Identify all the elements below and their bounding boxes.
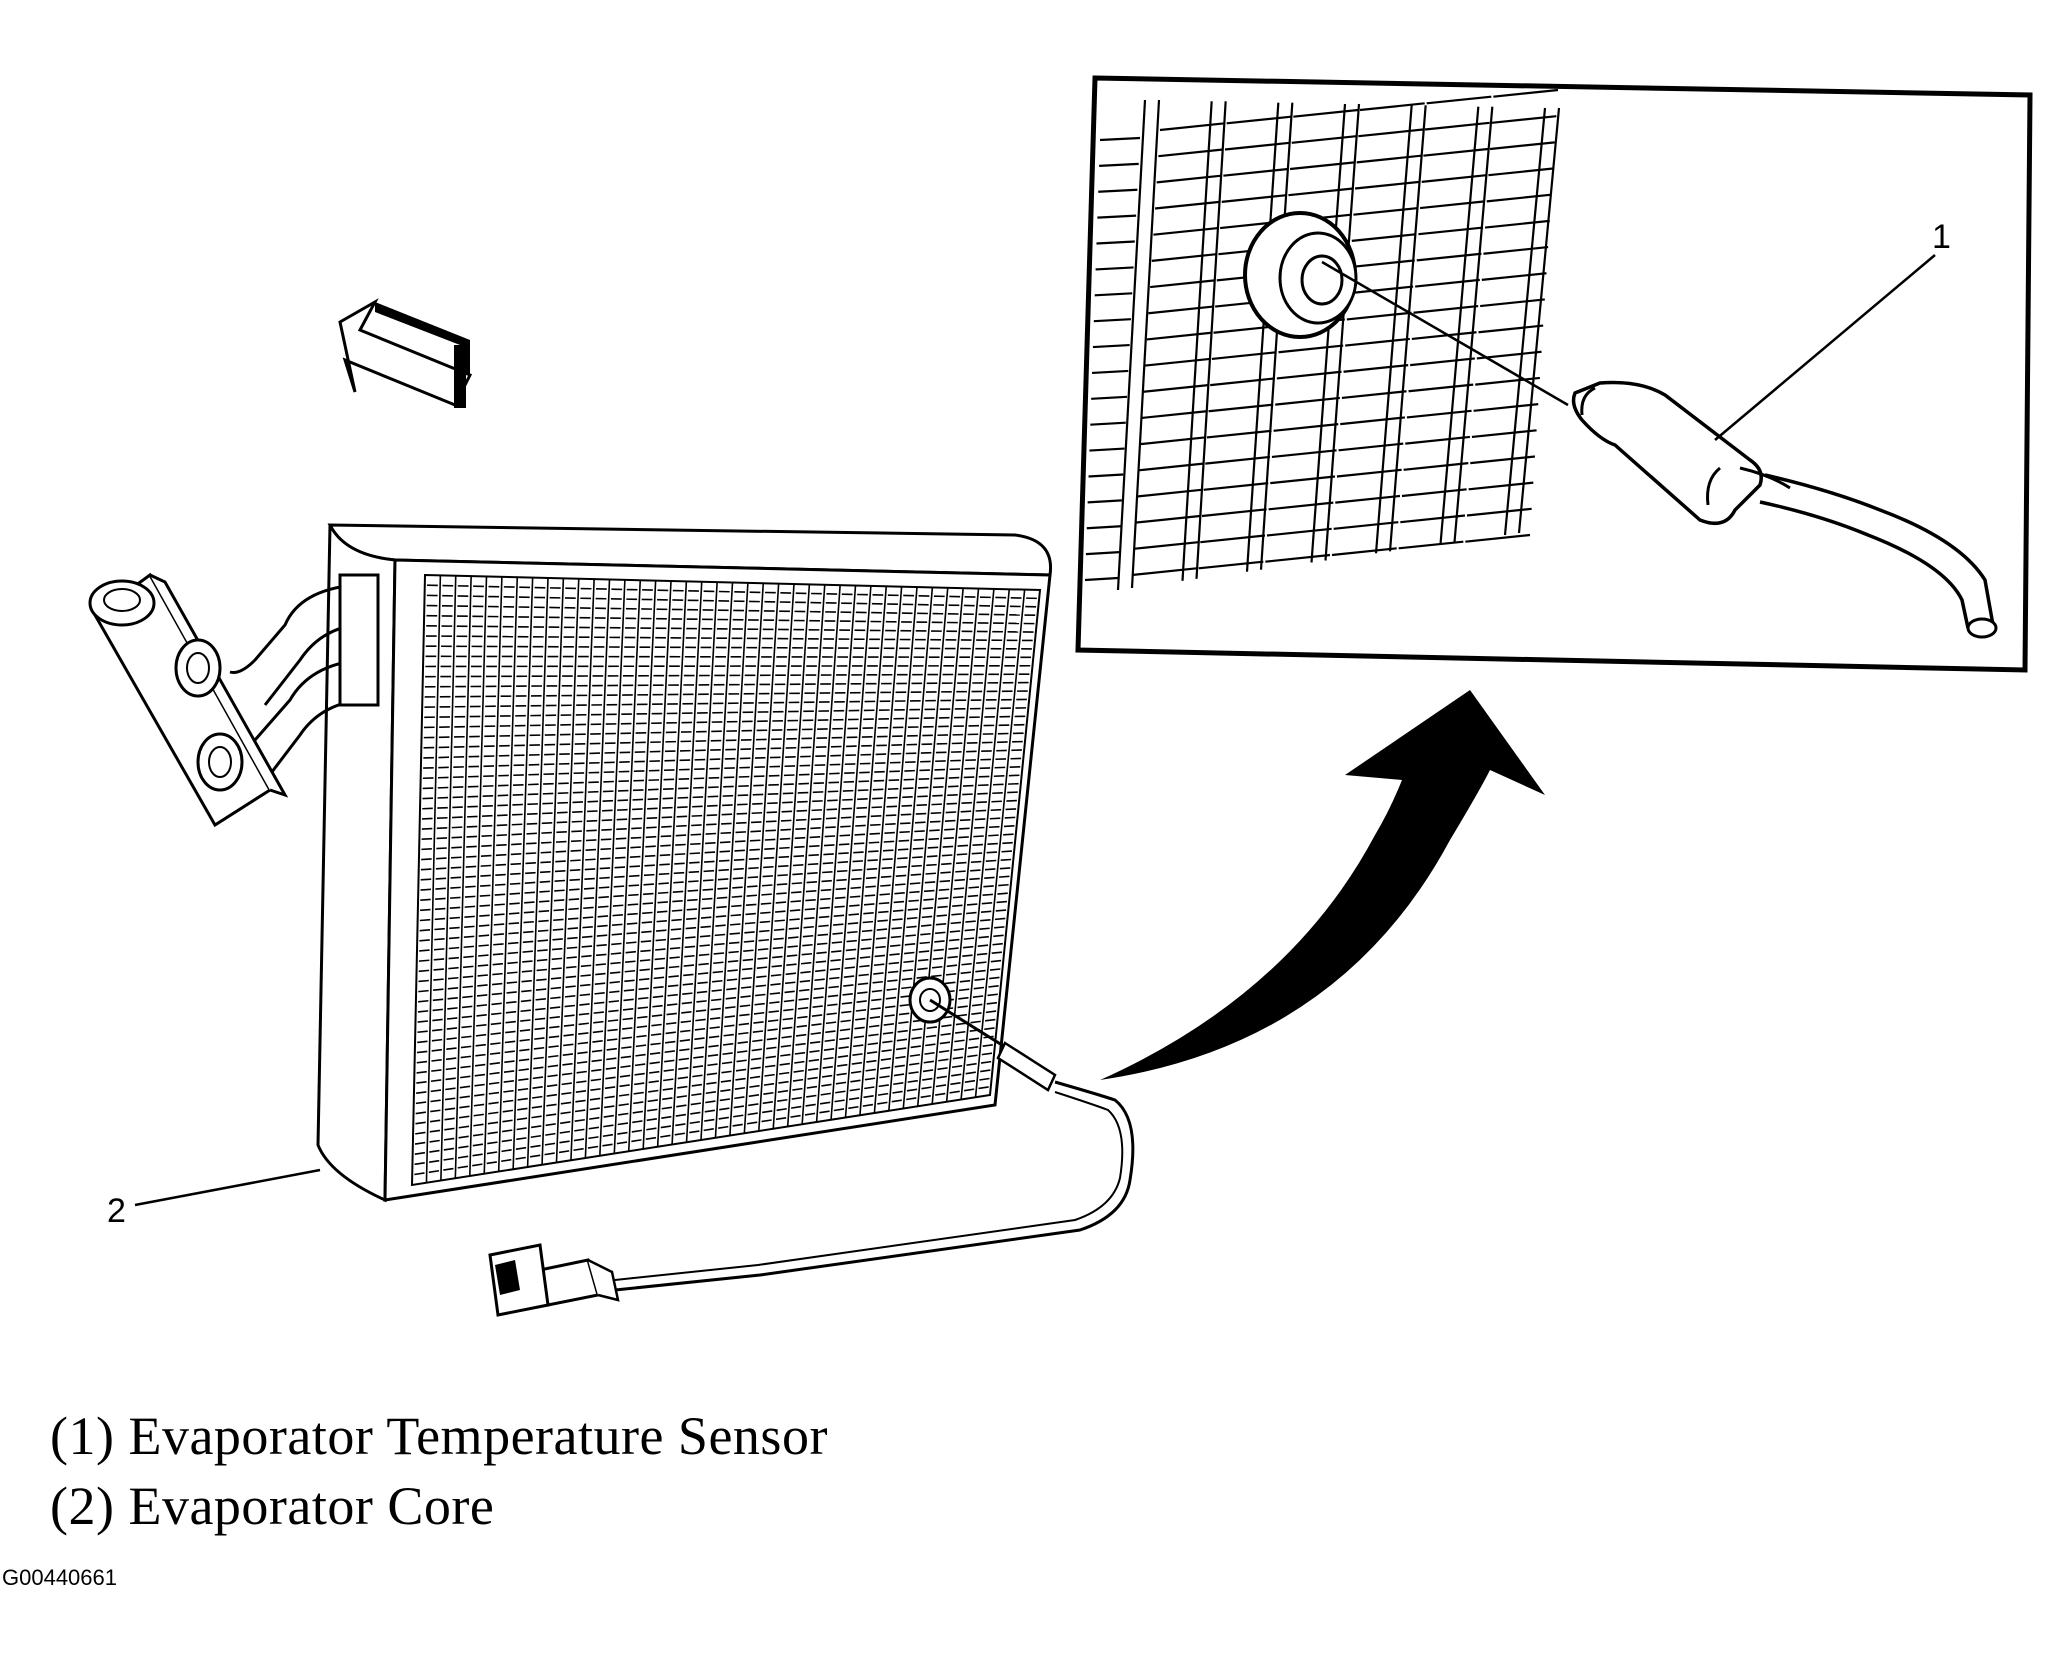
callout-1: 1	[1932, 218, 1951, 256]
temperature-sensor	[488, 998, 1135, 1317]
callout-2: 2	[107, 1192, 126, 1230]
legend-item-2: (2) Evaporator Core	[50, 1476, 495, 1536]
figure-id: G00440661	[2, 1565, 117, 1590]
leader-line-2	[134, 1168, 321, 1207]
curved-arrow-icon	[1100, 690, 1545, 1080]
evaporator-core	[316, 523, 1053, 1203]
legend-item-1: (1) Evaporator Temperature Sensor	[50, 1406, 828, 1466]
sensor-detail-inset	[1075, 75, 2033, 673]
airflow-arrow-icon	[338, 298, 473, 408]
refrigerant-pipes	[0, 0, 380, 828]
